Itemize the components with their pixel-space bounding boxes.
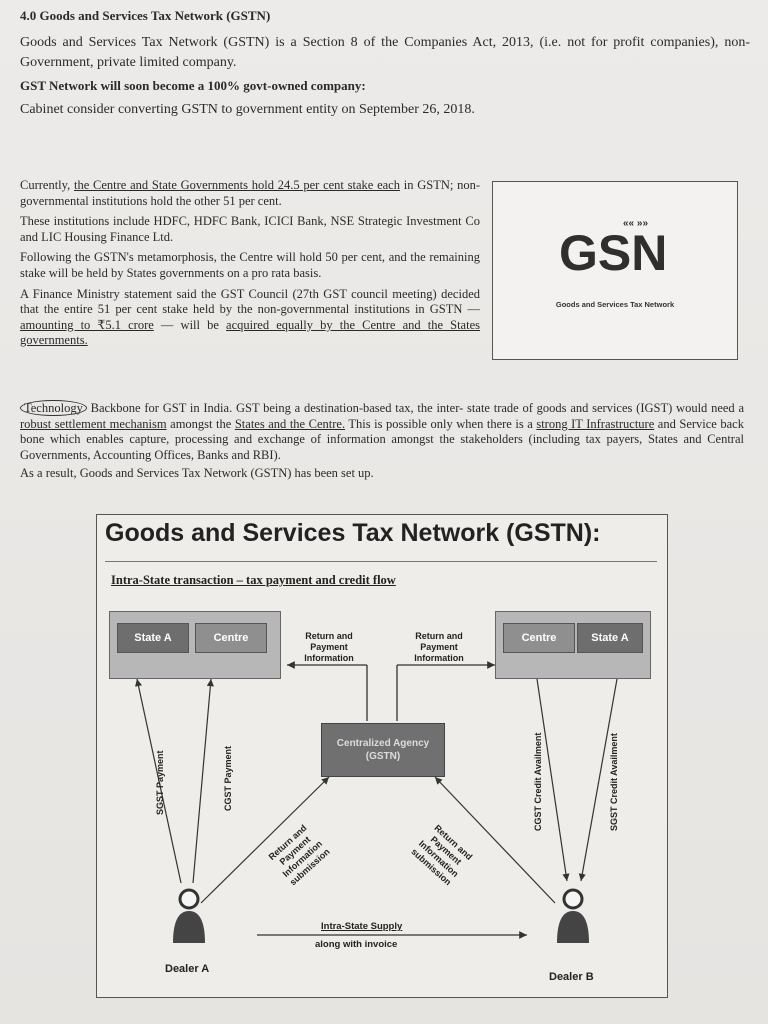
cgst-payment-arrow <box>192 678 214 884</box>
return-info-left-label: Return and Payment Information <box>304 631 354 663</box>
logo-mark-text: GSN <box>559 225 667 276</box>
section-heading: 4.0 Goods and Services Tax Network (GSTN… <box>20 8 271 23</box>
para-technology: Technology Backbone for GST in India. GS… <box>20 400 744 462</box>
dealer-b-icon <box>557 888 589 943</box>
sgst-payment-label: SGST Payment <box>155 750 165 815</box>
para-following: Following the GSTN's metamorphosis, the … <box>20 250 480 280</box>
gstn-logo-box: «« »» GSN Goods and Services Tax Network <box>492 181 738 360</box>
supply-label-line1: Intra-State Supply <box>321 921 403 932</box>
para-currently: Currently, the Centre and State Governme… <box>20 178 481 208</box>
para-result: As a result, Goods and Services Tax Netw… <box>20 466 374 481</box>
diagram-arrows <box>134 661 618 943</box>
centralized-agency-box: Centralized Agency (GSTN) <box>321 723 445 777</box>
cgst-credit-label: CGST Credit Availment <box>533 732 543 831</box>
dealer-b-label: Dealer B <box>549 971 594 983</box>
sgst-credit-arrow <box>578 678 618 882</box>
left-column: Currently, the Centre and State Governme… <box>20 178 480 354</box>
intro-paragraph: Goods and Services Tax Network (GSTN) is… <box>20 35 750 70</box>
right-centre-box: Centre <box>503 623 575 653</box>
subheading: GST Network will soon become a 100% govt… <box>20 78 366 93</box>
diagram-title: Goods and Services Tax Network (GSTN): <box>105 519 601 547</box>
dealer-a-icon <box>173 888 205 943</box>
diagram-subtitle: Intra-State transaction – tax payment an… <box>111 573 396 587</box>
diagram-rule <box>105 561 657 562</box>
sgst-credit-label: SGST Credit Availment <box>609 733 619 831</box>
right-state-a-box: State A <box>577 623 643 653</box>
sgst-payment-arrow <box>134 678 182 884</box>
logo-caption: Goods and Services Tax Network <box>555 300 675 309</box>
svg-text:«« »»: «« »» <box>623 218 648 229</box>
cgst-credit-arrow <box>536 678 570 882</box>
supply-label-line2: along with invoice <box>315 939 398 950</box>
dealer-a-submission-arrow <box>200 776 330 904</box>
cabinet-line: Cabinet consider converting GSTN to gove… <box>20 102 475 117</box>
left-state-a-box: State A <box>117 623 189 653</box>
para-finance: A Finance Ministry statement said the GS… <box>20 286 480 348</box>
left-centre-box: Centre <box>195 623 267 653</box>
dealer-b-submission-arrow <box>434 776 556 904</box>
cgst-payment-label: CGST Payment <box>223 745 233 811</box>
gstn-logo-icon: «« »» GSN <box>559 218 667 276</box>
gstn-diagram: Goods and Services Tax Network (GSTN): I… <box>96 514 668 998</box>
return-info-right-label: Return and Payment Information <box>414 631 464 663</box>
para-institutions: These institutions include HDFC, HDFC Ba… <box>20 214 480 244</box>
dealer-a-label: Dealer A <box>165 963 210 975</box>
technology-section: Technology Backbone for GST in India. GS… <box>20 400 744 485</box>
